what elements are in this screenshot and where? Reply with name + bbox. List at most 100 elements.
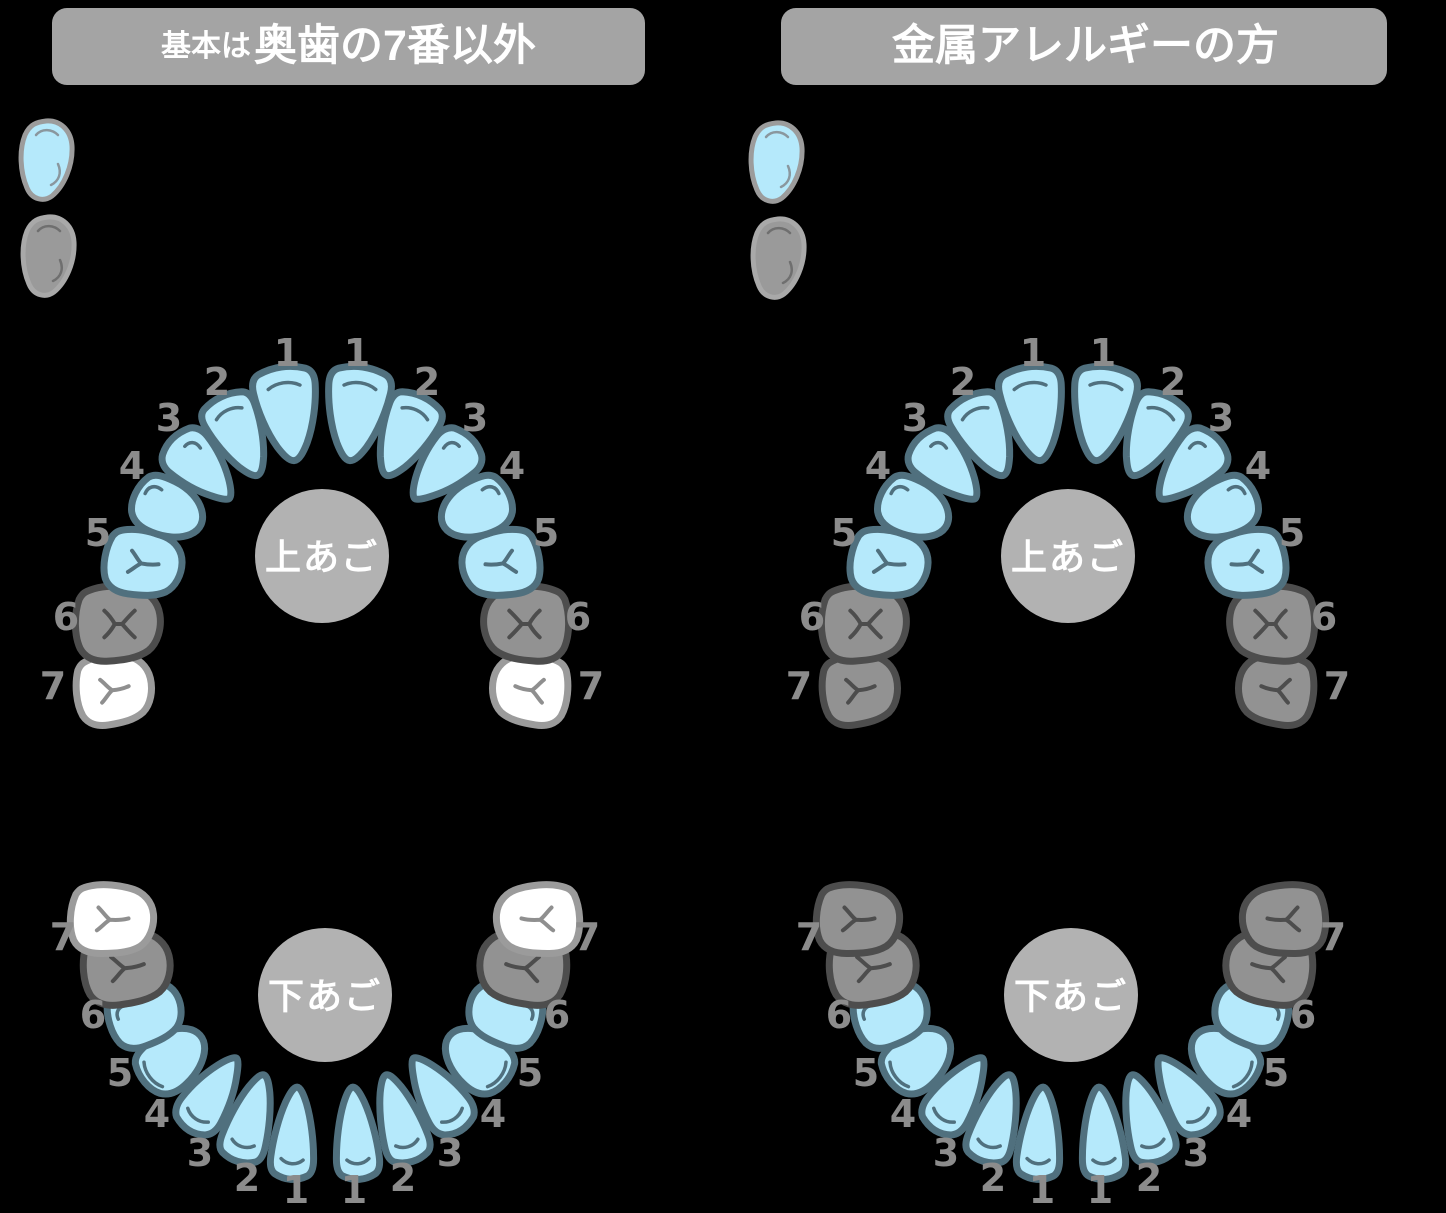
tooth-number-basic-upper-L5: 5 (85, 511, 111, 555)
tooth-number-allergy-lower-L6: 6 (826, 993, 852, 1037)
tooth-detail-arc (1234, 1062, 1256, 1089)
tooth-number-allergy-upper-L2: 2 (950, 360, 976, 404)
tooth-number-allergy-upper-L4: 4 (865, 444, 891, 488)
tooth-number-basic-upper-R3: 3 (462, 396, 488, 440)
tooth-detail-arc (402, 404, 429, 420)
tooth-number-allergy-lower-L5: 5 (853, 1051, 879, 1095)
panel-basic-header-title: 奥歯の7番以外 (254, 22, 536, 70)
tooth-detail-X (1255, 611, 1285, 638)
tooth-detail-arc (488, 1062, 510, 1089)
legend-blue-tooth-icon-basic (18, 118, 75, 202)
tooth-detail-arc (931, 1108, 954, 1125)
tooth-detail-arc (396, 1139, 419, 1150)
legend-gray-tooth-icon-basic (20, 214, 77, 298)
tooth-number-basic-upper-R1: 1 (344, 331, 370, 375)
jaw-label-allergy-upper: 上あご (1011, 538, 1125, 579)
tooth-number-basic-upper-L6: 6 (53, 595, 79, 639)
tooth-basic-upper-L6 (75, 586, 160, 661)
tooth-number-allergy-upper-R2: 2 (1160, 360, 1186, 404)
tooth-detail-arc (1093, 1159, 1115, 1165)
tooth-detail-X (509, 611, 539, 638)
tooth-detail-arc (961, 404, 988, 420)
tooth-number-allergy-upper-L5: 5 (831, 511, 857, 555)
tooth-detail-hook (185, 439, 201, 455)
tooth-detail-X (850, 611, 880, 638)
tooth-number-basic-lower-L2: 2 (234, 1156, 260, 1200)
tooth-detail-arc (1090, 381, 1122, 390)
tooth-detail-Y (128, 551, 160, 578)
tooth-detail-arc (977, 1139, 1000, 1150)
tooth-detail-hook (443, 439, 459, 455)
tooth-allergy-upper-L1 (996, 363, 1071, 465)
tooth-detail-arc (231, 1139, 254, 1150)
tooth-detail-arc (347, 1159, 369, 1165)
tooth-number-allergy-upper-L7: 7 (786, 664, 812, 708)
legend-blue-tooth-icon-allergy (748, 120, 805, 204)
tooth-number-basic-upper-R4: 4 (499, 444, 525, 488)
tooth-number-basic-lower-R7: 7 (574, 915, 600, 959)
tooth-basic-lower-L3 (169, 1045, 256, 1143)
tooth-detail-arc (1142, 1139, 1165, 1150)
tooth-allergy-lower-R1 (1077, 1086, 1126, 1181)
tooth-number-allergy-lower-R5: 5 (1263, 1051, 1289, 1095)
tooth-detail-hook (891, 483, 908, 499)
tooth-basic-lower-R7 (494, 882, 582, 957)
tooth-number-allergy-lower-R7: 7 (1320, 915, 1346, 959)
tooth-number-allergy-upper-L6: 6 (799, 595, 825, 639)
jaw-circle-allergy-upper (1001, 489, 1135, 623)
tooth-allergy-lower-R7 (1240, 882, 1328, 957)
tooth-number-allergy-upper-R7: 7 (1324, 664, 1350, 708)
tooth-basic-lower-R1 (331, 1086, 380, 1181)
tooth-number-basic-lower-L5: 5 (107, 1051, 133, 1095)
tooth-number-allergy-upper-R5: 5 (1279, 511, 1305, 555)
tooth-basic-upper-L1 (250, 363, 325, 465)
tooth-detail-Y (97, 908, 129, 933)
tooth-basic-lower-L2 (216, 1068, 286, 1168)
tooth-number-allergy-lower-R4: 4 (1226, 1092, 1252, 1136)
tooth-number-allergy-upper-L1: 1 (1020, 331, 1046, 375)
tooth-allergy-upper-R1 (1065, 363, 1140, 465)
tooth-detail-hook (1228, 483, 1245, 499)
tooth-detail-Y (514, 677, 544, 702)
tooth-allergy-lower-L7 (814, 882, 902, 957)
panel-allergy-header-title: 金属アレルギーの方 (892, 22, 1279, 70)
tooth-detail-hook (145, 483, 162, 499)
tooth-number-allergy-lower-L4: 4 (890, 1092, 916, 1136)
tooth-number-basic-upper-L3: 3 (156, 396, 182, 440)
tooth-detail-arc (281, 1159, 303, 1165)
tooth-number-basic-upper-R6: 6 (565, 595, 591, 639)
tooth-detail-Y (484, 551, 516, 578)
tooth-number-allergy-lower-L3: 3 (933, 1131, 959, 1175)
tooth-allergy-upper-L6 (821, 586, 906, 661)
tooth-detail-arc (1188, 1108, 1211, 1125)
tooth-number-basic-upper-L7: 7 (40, 664, 66, 708)
jaw-label-basic-lower: 下あご (268, 977, 382, 1018)
tooth-number-allergy-lower-R6: 6 (1290, 993, 1316, 1037)
tooth-number-basic-lower-R1: 1 (341, 1168, 367, 1212)
tooth-basic-upper-R6 (484, 586, 569, 661)
tooth-detail-Y (846, 677, 876, 702)
tooth-detail-X (104, 611, 134, 638)
tooth-detail-Y (857, 955, 891, 981)
tooth-number-allergy-upper-R4: 4 (1245, 444, 1271, 488)
tooth-basic-upper-L4 (122, 467, 213, 551)
tooth-number-basic-lower-R3: 3 (437, 1131, 463, 1175)
tooth-allergy-upper-L4 (868, 467, 959, 551)
tooth-number-basic-lower-L3: 3 (187, 1131, 213, 1175)
tooth-basic-lower-L7 (68, 882, 156, 957)
tooth-detail-arc (1014, 381, 1046, 390)
tooth-number-basic-lower-L6: 6 (80, 993, 106, 1037)
tooth-basic-lower-R2 (365, 1068, 435, 1168)
tooth-detail-hook (482, 483, 499, 499)
tooth-number-basic-upper-R2: 2 (414, 360, 440, 404)
tooth-detail-arc (185, 1108, 208, 1125)
tooth-detail-Y (1260, 677, 1290, 702)
tooth-detail-arc (215, 404, 242, 420)
tooth-detail-Y (843, 908, 875, 933)
tooth-number-allergy-upper-R6: 6 (1311, 595, 1337, 639)
tooth-number-basic-lower-L4: 4 (144, 1092, 170, 1136)
tooth-number-allergy-upper-R1: 1 (1090, 331, 1116, 375)
